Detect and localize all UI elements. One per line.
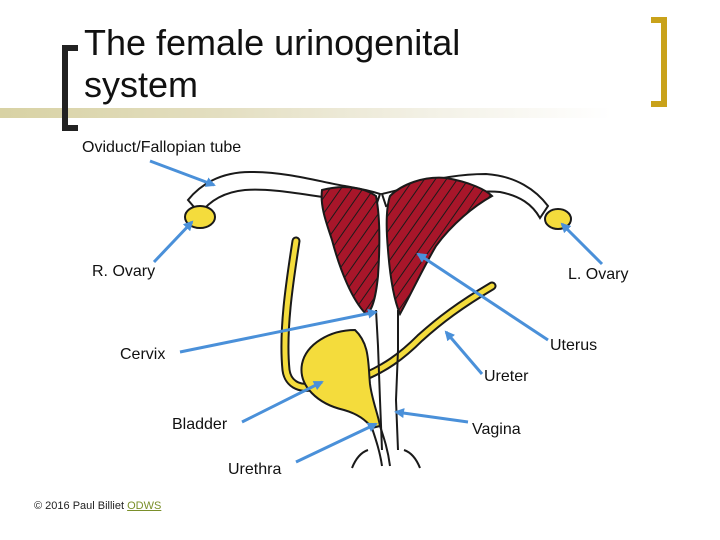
credit-line: © 2016 Paul Billiet ODWS	[34, 500, 161, 512]
label-uterus: Uterus	[550, 337, 598, 354]
left-ovary	[544, 208, 572, 230]
title-underline-bar	[0, 108, 720, 118]
arrow-bladder	[241, 380, 324, 424]
arrow-urethra	[295, 422, 378, 464]
arrow-l-ovary	[560, 222, 604, 266]
label-r-ovary: R. Ovary	[92, 263, 156, 280]
label-ureter: Ureter	[484, 368, 529, 385]
arrow-ureter	[444, 330, 484, 375]
arrow-oviduct	[149, 159, 216, 187]
right-bracket	[651, 17, 667, 107]
arrow-vagina	[394, 408, 469, 424]
vagina-wall	[394, 310, 399, 451]
left-bracket	[62, 45, 78, 131]
arrow-r-ovary	[152, 220, 194, 264]
right-oviduct	[186, 170, 382, 216]
uterus-left-half	[385, 176, 494, 317]
arrow-uterus	[416, 252, 549, 342]
label-l-ovary: L. Ovary	[568, 266, 629, 283]
label-bladder: Bladder	[172, 416, 228, 433]
cervix-canal	[375, 309, 383, 451]
label-vagina: Vagina	[472, 421, 521, 438]
label-urethra: Urethra	[228, 461, 282, 478]
slide-title: The female urinogenital system	[84, 22, 461, 105]
credit-text: © 2016 Paul Billiet	[34, 500, 128, 512]
bladder-shape	[300, 328, 382, 430]
label-cervix: Cervix	[120, 346, 166, 363]
label-oviduct: Oviduct/Fallopian tube	[82, 139, 242, 156]
uterus-right-half	[320, 186, 381, 316]
arrow-cervix	[179, 308, 378, 354]
credit-link[interactable]: ODWS	[127, 500, 162, 512]
